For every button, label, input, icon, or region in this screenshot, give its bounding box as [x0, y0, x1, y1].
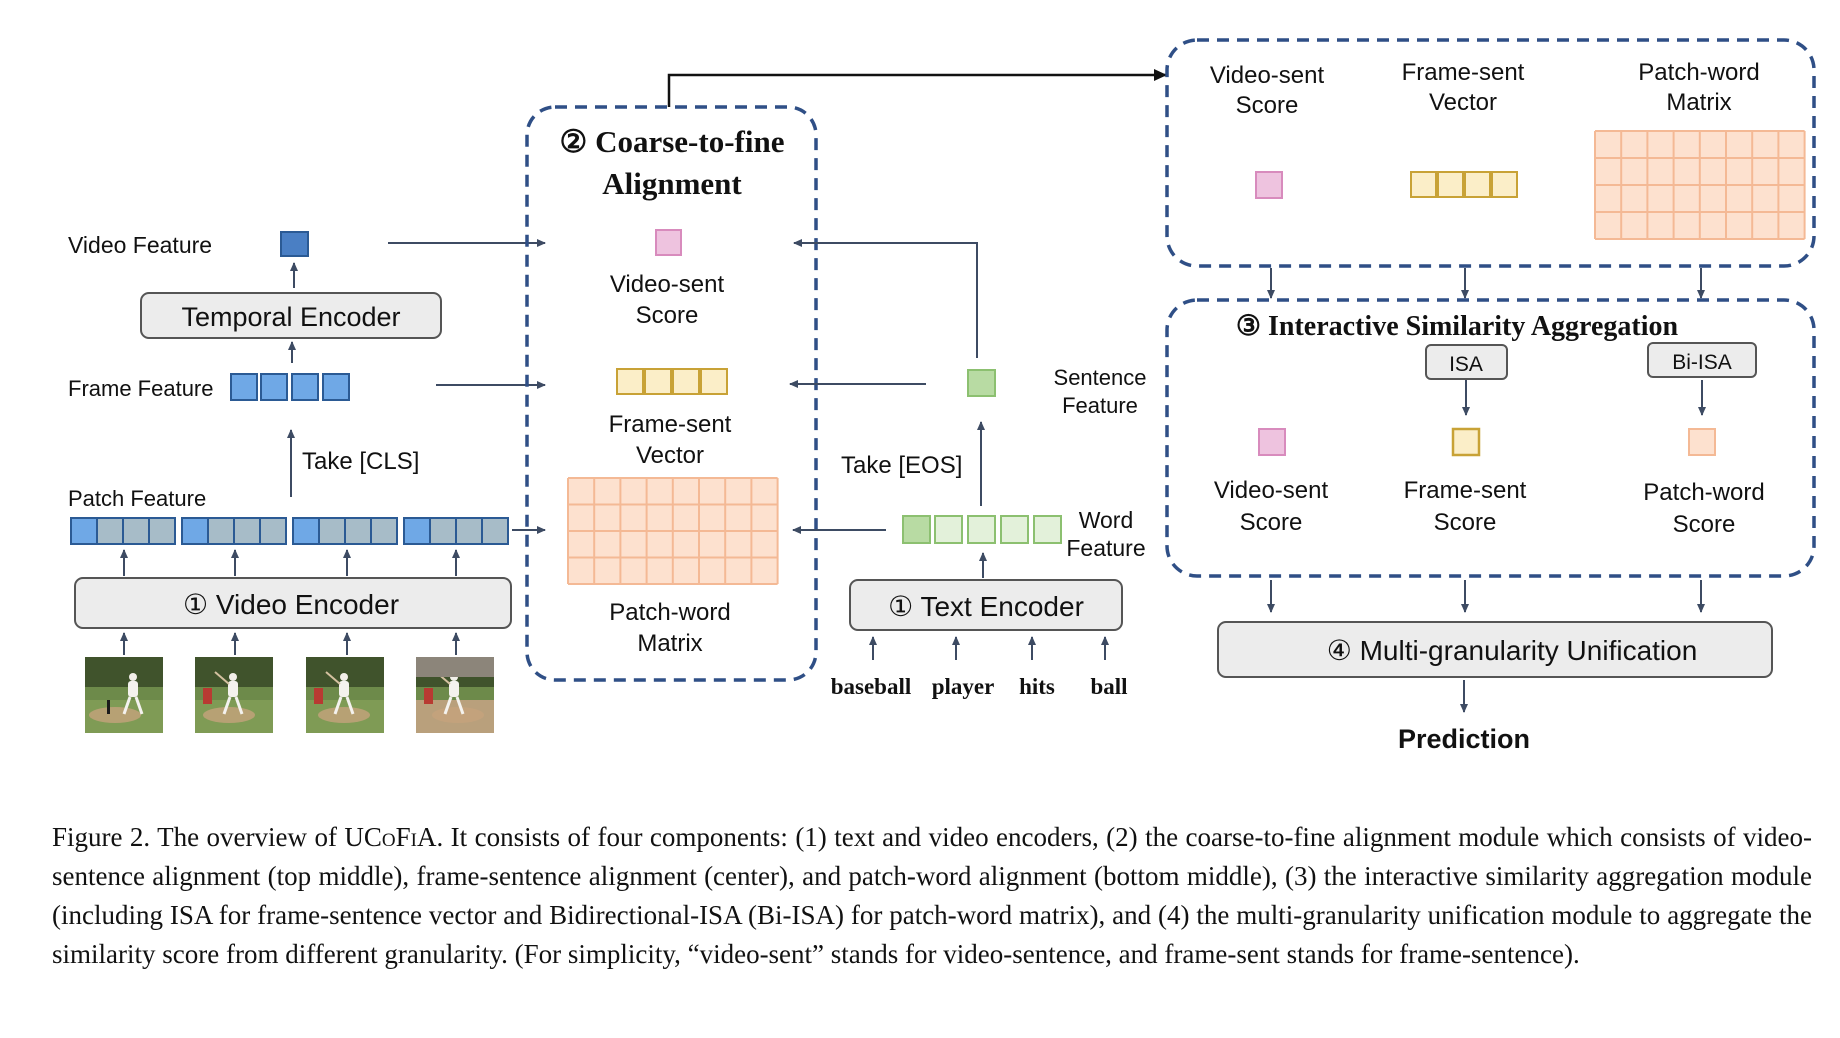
- isa-patch-word-cell: [1688, 428, 1716, 456]
- isa-frame-sent-cell: [1451, 427, 1481, 457]
- rt-video-sent-cell: [1255, 171, 1283, 199]
- frames-to-encoder-arrows: [120, 632, 460, 655]
- mid-patch-word-label-2: Matrix: [637, 630, 702, 657]
- sentence-to-video-sent-arrow: [793, 239, 978, 358]
- unification-label: ④ Multi-granularity Unification: [1327, 635, 1698, 666]
- word-feature-label-1: Word: [1079, 507, 1134, 533]
- bi-isa-box: [1647, 342, 1757, 378]
- video-feature-label: Video Feature: [68, 232, 212, 258]
- isa-video-sent-label-1: Video-sent: [1214, 477, 1329, 504]
- patch-cell: [181, 517, 209, 545]
- rt-video-sent-label-1: Video-sent: [1210, 62, 1325, 89]
- patch-cell: [148, 517, 176, 545]
- isa-video-sent-label-2: Score: [1240, 509, 1303, 536]
- word-feature-cells: [902, 515, 1062, 544]
- isa-patch-word-label-2: Score: [1673, 511, 1736, 538]
- bi-isa-label: Bi-ISA: [1672, 351, 1732, 374]
- patch-feature-cells: [70, 517, 509, 545]
- word-feature-label-2: Feature: [1066, 535, 1145, 561]
- video-encoder-label: ① Video Encoder: [183, 589, 399, 620]
- temporal-encoder-label: Temporal Encoder: [181, 302, 400, 332]
- sentence-feature-label-2: Feature: [1062, 393, 1138, 418]
- words-to-encoder-arrows: [869, 636, 1109, 660]
- caption-prefix: Figure 2. The overview of: [52, 822, 345, 852]
- video-encoder-box: [74, 577, 512, 629]
- rt-frame-sent-label-2: Vector: [1429, 89, 1497, 116]
- isa-box: [1425, 344, 1508, 380]
- alignment-to-outputs-arrow: [667, 69, 1167, 107]
- patch-cell: [455, 517, 483, 545]
- alignment-outputs-box: [1165, 38, 1816, 268]
- caption-model-name: UCoFiA: [344, 822, 437, 852]
- isa-frame-sent-label-1: Frame-sent: [1404, 477, 1527, 504]
- isa-patch-word-label-1: Patch-word: [1643, 479, 1764, 506]
- patch-cell: [370, 517, 398, 545]
- rt-patch-word-label-1: Patch-word: [1638, 59, 1759, 86]
- isa-frame-sent-label-2: Score: [1434, 509, 1497, 536]
- patch-cell: [344, 517, 372, 545]
- mid-frame-sent-label-1: Frame-sent: [609, 411, 732, 438]
- mid-patch-word-label-1: Patch-word: [609, 599, 730, 626]
- mid-patch-word-matrix: [567, 477, 779, 585]
- video-feature-cell: [280, 231, 309, 257]
- patch-cell: [403, 517, 431, 545]
- word-player: player: [932, 674, 995, 699]
- temporal-encoder-box: [140, 292, 442, 339]
- sentence-feature-cell: [967, 369, 996, 397]
- text-encoder-label: ① Text Encoder: [888, 591, 1084, 622]
- isa-label: ISA: [1449, 353, 1483, 376]
- patch-cell: [292, 517, 320, 545]
- patch-cell: [233, 517, 261, 545]
- rt-patch-word-matrix: [1594, 130, 1806, 240]
- word-hits: hits: [1019, 674, 1055, 699]
- patch-cell: [429, 517, 457, 545]
- video-frame-4: [416, 657, 494, 733]
- patch-cell: [122, 517, 150, 545]
- word-baseball: baseball: [831, 674, 912, 699]
- patch-cell: [207, 517, 235, 545]
- video-frames: [85, 657, 494, 733]
- patch-feature-label: Patch Feature: [68, 486, 206, 511]
- mid-frame-sent-vector: [616, 368, 728, 395]
- patch-cell: [259, 517, 287, 545]
- take-eos-label: Take [EOS]: [841, 452, 962, 479]
- isa-video-sent-cell: [1258, 428, 1286, 456]
- frame-feature-label: Frame Feature: [68, 376, 214, 401]
- caption-body: . It consists of four components: (1) te…: [52, 822, 1812, 969]
- rt-video-sent-label-2: Score: [1236, 92, 1299, 119]
- video-frame-3: [306, 657, 384, 733]
- patch-cell: [96, 517, 124, 545]
- sentence-feature-label-1: Sentence: [1054, 365, 1147, 390]
- patch-cell: [481, 517, 509, 545]
- patch-cell: [318, 517, 346, 545]
- mid-video-sent-cell: [655, 229, 682, 256]
- rt-patch-word-label-2: Matrix: [1666, 89, 1731, 116]
- mid-frame-sent-label-2: Vector: [636, 442, 704, 469]
- take-cls-label: Take [CLS]: [302, 448, 419, 475]
- video-frame-1: [85, 657, 163, 733]
- unification-box: [1217, 621, 1773, 678]
- coarse-to-fine-title-line1: ② Coarse-to-fine: [560, 124, 785, 159]
- mid-video-sent-label-1: Video-sent: [610, 271, 725, 298]
- coarse-to-fine-title-line2: Alignment: [602, 166, 742, 201]
- prediction-label: Prediction: [1398, 724, 1530, 754]
- video-frame-2: [195, 657, 273, 733]
- rt-frame-sent-label-1: Frame-sent: [1402, 59, 1525, 86]
- outputs-to-isa-arrows: [1267, 268, 1705, 299]
- overview-diagram: Video Feature Temporal Encoder Frame Fea…: [68, 38, 1816, 754]
- patch-cell: [70, 517, 98, 545]
- word-ball: ball: [1090, 674, 1127, 699]
- encoder-to-patch-arrows: [120, 549, 460, 576]
- isa-module-box: [1165, 298, 1816, 578]
- text-encoder-box: [849, 579, 1123, 631]
- isa-to-unification-arrows: [1267, 580, 1705, 613]
- frame-feature-cells: [230, 373, 350, 401]
- isa-module-title: ③ Interactive Similarity Aggregation: [1236, 311, 1679, 342]
- rt-frame-sent-vector: [1410, 171, 1518, 198]
- mid-video-sent-label-2: Score: [636, 302, 699, 329]
- figure-caption: Figure 2. The overview of UCoFiA. It con…: [52, 818, 1812, 974]
